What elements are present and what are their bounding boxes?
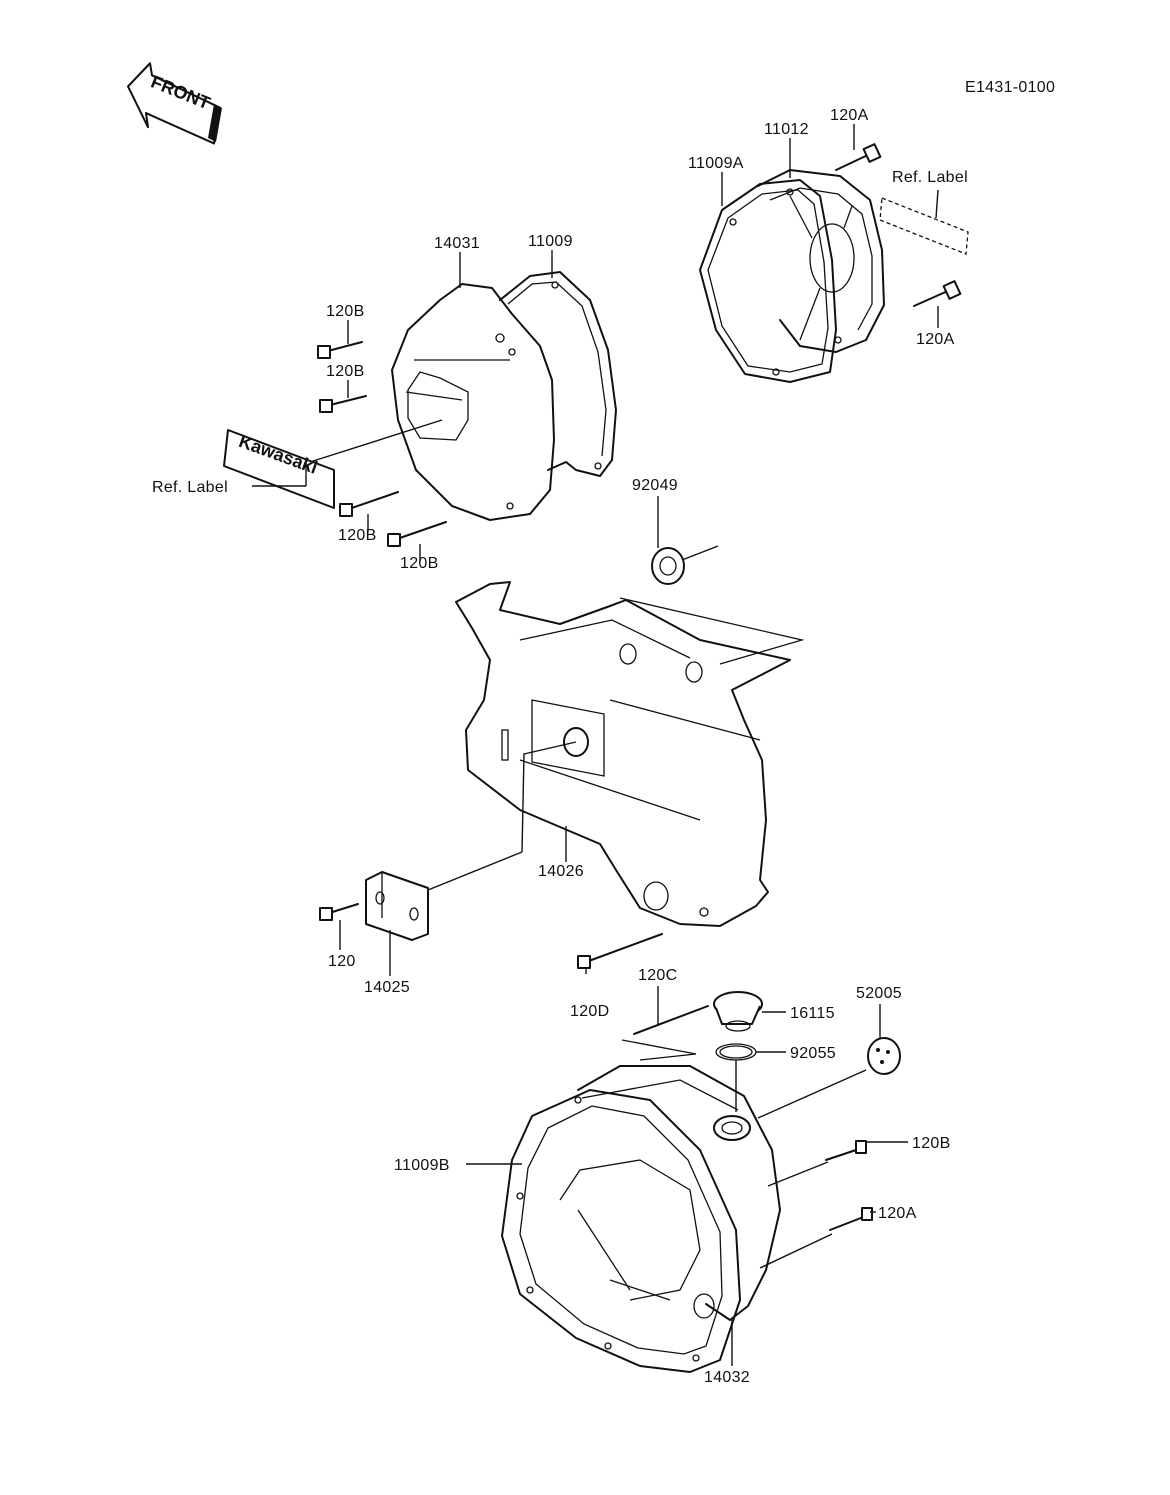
- bolt-120b-3-drawing: [339, 491, 399, 517]
- label-120d: 120D: [570, 1003, 609, 1020]
- label-120: 120: [328, 953, 356, 970]
- label-120b-3: 120B: [338, 527, 377, 544]
- o-ring-92055-drawing: [715, 1043, 757, 1061]
- gasket-11009-drawing: [499, 271, 617, 477]
- leader-lines: [252, 124, 939, 1366]
- label-ref-label-left: Ref. Label: [152, 479, 228, 496]
- label-92049: 92049: [632, 477, 678, 494]
- gasket-11009b-drawing: [501, 1089, 741, 1373]
- label-52005: 52005: [856, 985, 902, 1002]
- bolt-120-drawing: [319, 903, 359, 921]
- ref-label-plate-right: [879, 197, 969, 255]
- bolt-120b-2-drawing: [319, 395, 367, 413]
- bolt-120d-drawing: [577, 933, 663, 969]
- label-120a-low: 120A: [878, 1205, 917, 1222]
- bolt-120b-4-drawing: [387, 521, 447, 547]
- diagram-code: E1431-0100: [965, 79, 1055, 96]
- filler-cap-16115-drawing: [713, 991, 763, 1032]
- cover-14031-drawing: [391, 283, 555, 521]
- cover-14032-drawing: [559, 1065, 781, 1321]
- front-arrow-icon: FRONT: [127, 62, 222, 145]
- label-ref-label-right: Ref. Label: [892, 169, 968, 186]
- label-14025: 14025: [364, 979, 410, 996]
- housing-14026-drawing: [455, 581, 805, 927]
- label-11009a: 11009A: [688, 155, 744, 172]
- label-120b-1: 120B: [326, 303, 365, 320]
- oil-seal-92049-drawing: [651, 545, 719, 585]
- label-11009b: 11009B: [394, 1157, 450, 1174]
- plug-52005-drawing: [867, 1037, 901, 1075]
- label-14032: 14032: [704, 1369, 750, 1386]
- spacer-14025-drawing: [365, 871, 429, 941]
- bolt-120b-5-drawing: [825, 1140, 867, 1161]
- cover-11012-drawing: [757, 169, 885, 353]
- label-92055: 92055: [790, 1045, 836, 1062]
- label-11012: 11012: [764, 121, 809, 138]
- bolt-120a-mid-drawing: [913, 280, 962, 307]
- kawasaki-emblem-drawing: Kawasaki: [223, 429, 335, 509]
- label-120b-4: 120B: [400, 555, 439, 572]
- label-11009: 11009: [528, 233, 573, 250]
- bolt-120a-low-drawing: [829, 1207, 873, 1231]
- bolt-120a-top-drawing: [835, 143, 882, 171]
- label-14031: 14031: [434, 235, 480, 252]
- label-120b-5: 120B: [912, 1135, 951, 1152]
- label-16115: 16115: [790, 1005, 835, 1022]
- label-120a-top: 120A: [830, 107, 869, 124]
- bolt-120b-1-drawing: [317, 341, 363, 359]
- label-120a-mid: 120A: [916, 331, 955, 348]
- label-120b-2: 120B: [326, 363, 365, 380]
- label-120c: 120C: [638, 967, 677, 984]
- bolt-120c-drawing: [633, 1005, 709, 1035]
- label-14026: 14026: [538, 863, 584, 880]
